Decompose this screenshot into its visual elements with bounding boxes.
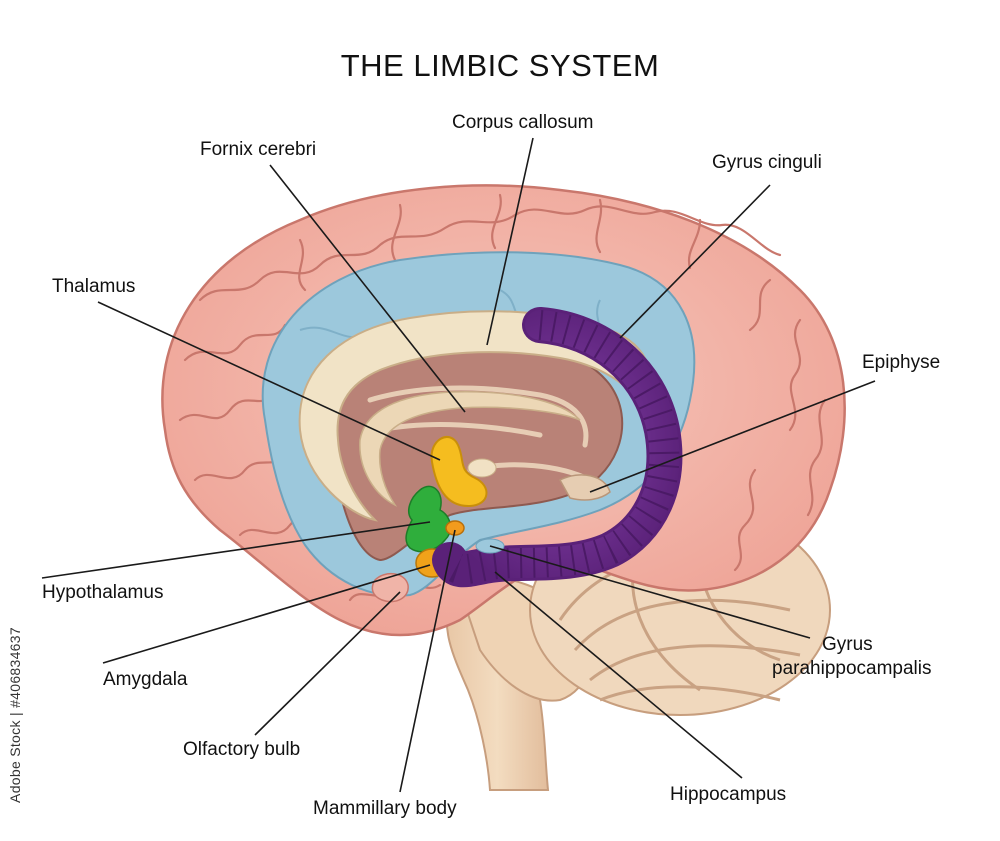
label-amygdala: Amygdala: [103, 669, 188, 690]
leader-fornix-cerebri: [269, 164, 466, 413]
label-olfactory-bulb: Olfactory bulb: [183, 739, 301, 760]
stock-watermark: Adobe Stock | #406834637: [7, 627, 23, 803]
leader-amygdala: [102, 564, 431, 664]
leader-mammillary-body: [399, 529, 456, 793]
leader-epiphyse: [589, 380, 876, 493]
epiphyse: [558, 474, 611, 501]
leader-lines: [41, 137, 876, 793]
label-gyrus-cinguli: Gyrus cinguli: [712, 152, 822, 173]
label-mammillary-body: Mammillary body: [313, 798, 457, 819]
label-epiphyse: Epiphyse: [862, 352, 941, 373]
label-thalamus: Thalamus: [52, 276, 136, 297]
leader-gyrus-parahippocampalis: [489, 545, 811, 639]
olfactory-bulb: [371, 573, 409, 603]
label-gyrus-parahippocampalis-line1: Gyrus: [822, 634, 873, 655]
label-corpus-callosum: Corpus callosum: [452, 112, 594, 133]
label-hippocampus: Hippocampus: [670, 784, 787, 805]
corpus-callosum: [298, 310, 651, 522]
mammillary-body: [445, 520, 465, 536]
thalamus-nucleus: [467, 458, 497, 478]
leader-thalamus: [97, 301, 441, 461]
leader-corpus-callosum: [486, 137, 534, 346]
hippocampus: [432, 307, 683, 588]
label-hypothalamus: Hypothalamus: [42, 582, 164, 603]
diagram-title: THE LIMBIC SYSTEM: [340, 48, 660, 83]
leader-hippocampus: [494, 571, 743, 779]
label-fornix-cerebri: Fornix cerebri: [200, 139, 317, 160]
leader-olfactory-bulb: [254, 591, 401, 736]
label-gyrus-parahippocampalis-line2: parahippocampalis: [772, 658, 932, 679]
leader-hypothalamus: [41, 521, 431, 579]
thalamus: [430, 435, 488, 508]
leader-gyrus-cinguli: [619, 184, 771, 339]
